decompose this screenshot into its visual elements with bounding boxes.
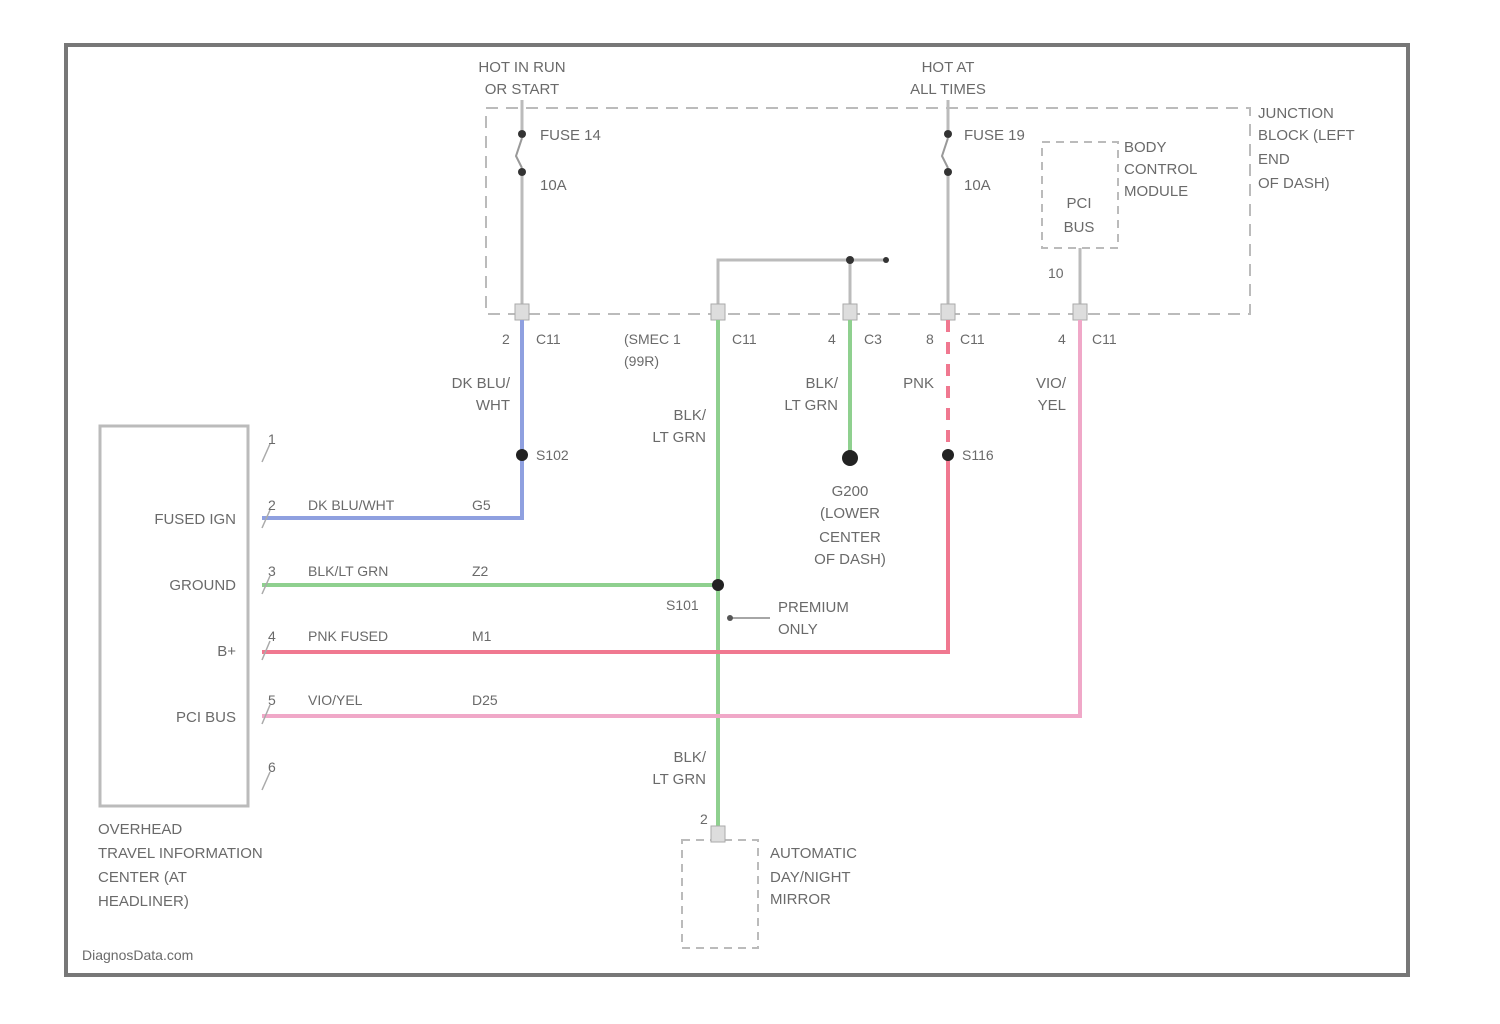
module-name: HEADLINER) — [98, 893, 189, 910]
fuse-a-rating: 10A — [540, 177, 567, 194]
wire-label: PNK — [903, 375, 934, 392]
module-pin: 2 — [268, 497, 276, 513]
fuse-a-icon — [514, 137, 523, 169]
ground-g200-icon — [842, 450, 858, 466]
wire-vio-yel — [262, 320, 1082, 718]
c3-pin: 4 — [828, 331, 836, 347]
junction-label-4: OF DASH) — [1258, 175, 1330, 192]
wire-label: DK BLU/ — [452, 375, 511, 392]
fuse-b-label: FUSE 19 — [964, 127, 1025, 144]
watermark: DiagnosData.com — [82, 947, 193, 963]
mirror-name: DAY/NIGHT — [770, 869, 851, 886]
circuit-label: Z2 — [472, 563, 489, 579]
connector-c3 — [842, 303, 858, 321]
junction-label-1: JUNCTION — [1258, 105, 1334, 122]
module-pin-label: PCI BUS — [176, 709, 236, 726]
c5-pin: 4 — [1058, 331, 1066, 347]
mirror-box — [681, 839, 759, 949]
wire-label: LT GRN — [784, 397, 838, 414]
mirror-connector — [710, 825, 726, 843]
module-pin: 4 — [268, 628, 276, 644]
hot-run-label-1: HOT IN RUN — [478, 59, 565, 76]
module-pin-label: B+ — [217, 643, 236, 660]
pci-bus-label-1: PCI — [1066, 195, 1091, 212]
splice-s102-label: S102 — [536, 447, 569, 463]
wire-label: BLK/ — [805, 375, 838, 392]
bcm-label-2: CONTROL — [1124, 161, 1197, 178]
connector-c1 — [514, 303, 530, 321]
bcm-pin: 10 — [1048, 265, 1064, 281]
fuse-b-icon — [940, 137, 949, 169]
wire-label: BLK/ — [673, 749, 706, 766]
circuit-label: D25 — [472, 692, 498, 708]
module-name: TRAVEL INFORMATION — [98, 845, 263, 862]
wire-label: BLK/ — [673, 407, 706, 424]
ground-label: (LOWER — [820, 505, 880, 522]
module-pin: 5 — [268, 692, 276, 708]
wire-pnk — [262, 455, 950, 654]
ground-label: CENTER — [819, 529, 881, 546]
premium-label-2: ONLY — [778, 621, 818, 638]
module-pin-label: GROUND — [169, 577, 236, 594]
premium-arrow-icon — [727, 615, 733, 621]
wire-label: VIO/ — [1036, 375, 1067, 392]
fuse-b-terminal — [944, 130, 952, 138]
wire-color-label: BLK/LT GRN — [308, 563, 388, 579]
module-pin: 6 — [268, 759, 276, 775]
module-name: OVERHEAD — [98, 821, 182, 838]
wire-color-label: DK BLU/WHT — [308, 497, 395, 513]
splice-s102 — [516, 449, 528, 461]
c5-label: C11 — [1092, 331, 1117, 347]
module-pin: 1 — [268, 431, 276, 447]
c4-label: C11 — [960, 331, 985, 347]
wire-color-label: VIO/YEL — [308, 692, 363, 708]
bcm-outline — [1041, 141, 1119, 249]
junction-label-2: BLOCK (LEFT — [1258, 127, 1355, 144]
fuse-a-label: FUSE 14 — [540, 127, 601, 144]
c1-pin: 2 — [502, 331, 510, 347]
splice-s101-label: S101 — [666, 597, 699, 613]
wire-label: LT GRN — [652, 771, 706, 788]
connector-c5 — [1072, 303, 1088, 321]
mirror-name: AUTOMATIC — [770, 845, 857, 862]
hot-all-label-1: HOT AT — [922, 59, 975, 76]
c2-sub: (99R) — [624, 353, 659, 369]
c3-label: C3 — [864, 331, 882, 347]
c2-label: C11 — [732, 331, 757, 347]
splice-s116-label: S116 — [962, 447, 994, 463]
bcm-label-1: BODY — [1124, 139, 1167, 156]
hot-all-label-2: ALL TIMES — [910, 81, 986, 98]
wire-color-label: PNK FUSED — [308, 628, 388, 644]
mirror-name: MIRROR — [770, 891, 831, 908]
ground-label: G200 — [832, 483, 869, 500]
mirror-pin: 2 — [700, 811, 708, 827]
c4-pin: 8 — [926, 331, 934, 347]
c2-pin: (SMEC 1 — [624, 331, 681, 347]
premium-label-1: PREMIUM — [778, 599, 849, 616]
fuse-b-rating: 10A — [964, 177, 991, 194]
connector-c4 — [940, 303, 956, 321]
fuse-a-terminal — [518, 130, 526, 138]
c1-label: C11 — [536, 331, 561, 347]
module-pin-label: FUSED IGN — [154, 511, 236, 528]
splice-s101 — [712, 579, 724, 591]
wire-label: YEL — [1038, 397, 1066, 414]
wire-label: LT GRN — [652, 429, 706, 446]
splice-s116 — [942, 449, 954, 461]
module-pin: 3 — [268, 563, 276, 579]
hot-run-label-2: OR START — [485, 81, 559, 98]
overhead-module-box — [98, 424, 250, 808]
connector-c2 — [710, 303, 726, 321]
ground-label: OF DASH) — [814, 551, 886, 568]
wire-dk-blu-wht — [262, 320, 524, 520]
junction-label-3: END — [1258, 151, 1290, 168]
module-name: CENTER (AT — [98, 869, 187, 886]
diagram-frame — [64, 43, 1410, 977]
circuit-label: G5 — [472, 497, 491, 513]
wire-label: WHT — [476, 397, 510, 414]
pci-bus-label-2: BUS — [1064, 219, 1095, 236]
junction-block-outline — [485, 107, 1251, 315]
circuit-label: M1 — [472, 628, 492, 644]
bcm-label-3: MODULE — [1124, 183, 1188, 200]
